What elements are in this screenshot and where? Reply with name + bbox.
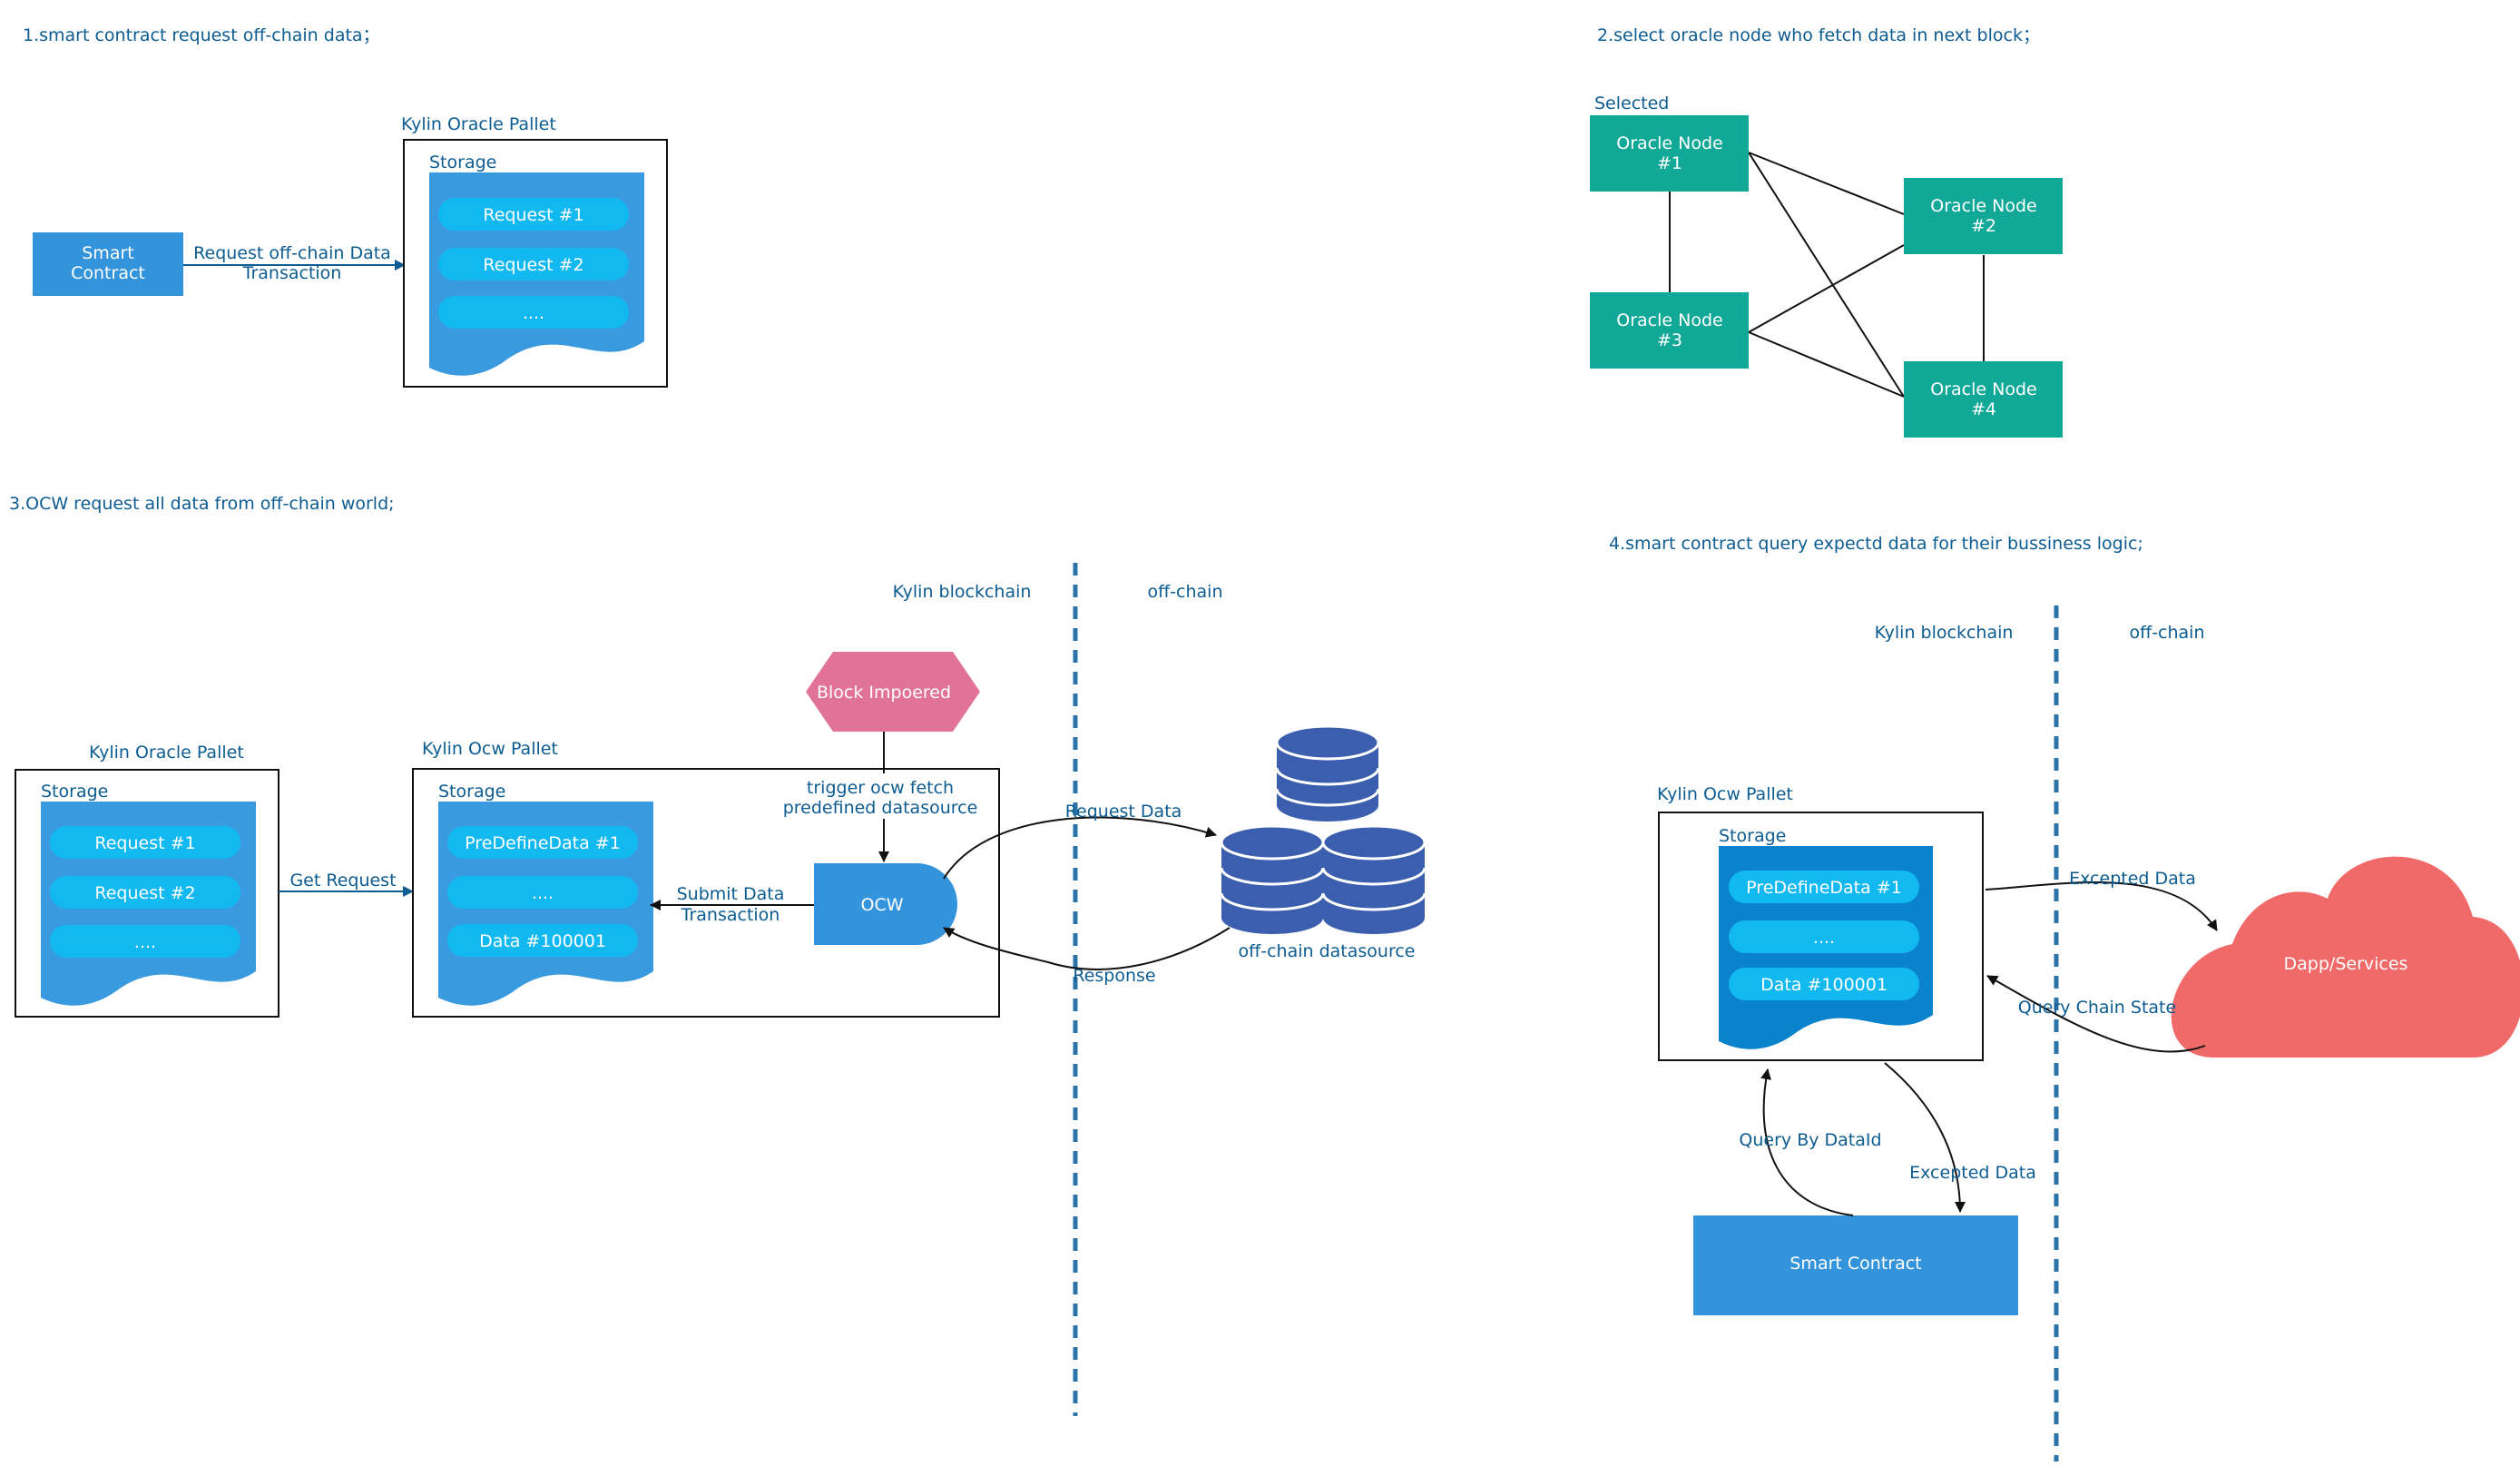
off-chain-datasource-icon bbox=[1220, 724, 1427, 934]
predefine-data-1-label: PreDefineData #1 bbox=[465, 833, 621, 853]
off-chain-label: off-chain bbox=[1147, 582, 1222, 602]
oracle-pallet-title: Kylin Oracle Pallet bbox=[89, 743, 244, 763]
ocw-label: OCW bbox=[860, 895, 903, 915]
oracle-node-3[interactable] bbox=[1590, 292, 1749, 369]
request-1-pill[interactable] bbox=[438, 198, 629, 231]
oracle-pallet-title: Kylin Oracle Pallet bbox=[401, 114, 556, 134]
step-2-caption: 2.select oracle node who fetch data in n… bbox=[1597, 25, 2040, 45]
get-request-label: Get Request bbox=[289, 871, 396, 891]
ellipsis-pill-2 bbox=[1729, 920, 1919, 953]
data-100001-pill-2[interactable] bbox=[1729, 968, 1919, 1000]
oracle-request-2-label: Request #2 bbox=[94, 883, 195, 903]
request-2-label: Request #2 bbox=[483, 255, 583, 275]
oracle-request-2-pill[interactable] bbox=[50, 876, 240, 909]
oracle-node-4-label-line1: Oracle Node bbox=[1930, 379, 2036, 399]
block-imported-node[interactable] bbox=[806, 652, 980, 732]
kylin-blockchain-label: Kylin blockchain bbox=[893, 582, 1032, 602]
data-100001-label: Data #100001 bbox=[479, 931, 606, 951]
oracle-node-2[interactable] bbox=[1904, 178, 2063, 254]
edge-node3-node2 bbox=[1748, 244, 1905, 333]
oracle-node-1[interactable] bbox=[1590, 115, 1749, 192]
smart-contract-box-2[interactable] bbox=[1693, 1215, 2018, 1315]
dapp-services-label: Dapp/Services bbox=[2284, 954, 2408, 974]
query-chain-state-arrow bbox=[1986, 975, 2206, 1053]
section-2: 2.select oracle node who fetch data in n… bbox=[1590, 25, 2063, 438]
oracle-ellipsis-pill bbox=[50, 925, 240, 958]
query-by-dataid-arrow bbox=[1760, 1068, 1854, 1216]
oracle-node-4-label-line2: #4 bbox=[1971, 399, 1996, 419]
step-1-caption: 1.smart contract request off-chain data； bbox=[23, 25, 380, 45]
oracle-node-3-label-line1: Oracle Node bbox=[1616, 310, 1722, 330]
response-label: Response bbox=[1073, 966, 1155, 986]
smart-contract-label-2: Smart Contract bbox=[1789, 1254, 1921, 1274]
block-imported-label: Block Impoered bbox=[817, 683, 951, 703]
oracle-node-3-label-line2: #3 bbox=[1657, 330, 1682, 350]
oracle-node-2-label-line2: #2 bbox=[1971, 216, 1996, 236]
oracle-node-4[interactable] bbox=[1904, 361, 2063, 438]
ocw-pallet-title: Kylin Ocw Pallet bbox=[422, 739, 558, 759]
edge-node1-node2 bbox=[1748, 152, 1905, 215]
edge-node1-node4 bbox=[1748, 152, 1905, 398]
request-2-pill[interactable] bbox=[438, 248, 629, 280]
step-3-caption: 3.OCW request all data from off-chain wo… bbox=[9, 494, 395, 514]
ocw-node[interactable] bbox=[814, 863, 957, 945]
smart-contract-box[interactable] bbox=[33, 232, 183, 296]
query-chain-state-label: Query Chain State bbox=[2018, 998, 2176, 1018]
storage-label: Storage bbox=[429, 153, 496, 172]
oracle-request-1-label: Request #1 bbox=[94, 833, 195, 853]
trigger-label-line1: trigger ocw fetch bbox=[807, 778, 954, 798]
oracle-request-1-pill[interactable] bbox=[50, 826, 240, 859]
smart-contract-label-line1: Smart bbox=[82, 243, 133, 263]
oracle-node-2-label-line1: Oracle Node bbox=[1930, 196, 2036, 216]
storage-label-2: Storage bbox=[1719, 826, 1786, 846]
predefine-data-1-pill[interactable] bbox=[447, 826, 638, 859]
off-chain-label-2: off-chain bbox=[2129, 623, 2204, 643]
excepted-data-arrow-bottom bbox=[1884, 1062, 1966, 1213]
request-edge-label-line1: Request off-chain Data bbox=[193, 243, 391, 263]
step-4-caption: 4.smart contract query expectd data for … bbox=[1609, 534, 2143, 554]
section-3: 3.OCW request all data from off-chain wo… bbox=[9, 494, 1427, 1416]
excepted-data-label-bottom: Excepted Data bbox=[1909, 1163, 2036, 1183]
request-data-arrow bbox=[943, 816, 1217, 880]
oracle-node-1-label-line1: Oracle Node bbox=[1616, 133, 1722, 153]
oracle-ellipsis-label: .... bbox=[134, 932, 156, 952]
off-chain-datasource-label: off-chain datasource bbox=[1239, 941, 1416, 961]
ellipsis-label: .... bbox=[523, 303, 544, 323]
section-4: 4.smart contract query expectd data for … bbox=[1609, 534, 2520, 1461]
query-by-dataid-label: Query By DataId bbox=[1739, 1130, 1881, 1150]
edge-node3-node4 bbox=[1748, 331, 1905, 398]
trigger-label-line2: predefined datasource bbox=[783, 798, 978, 818]
ocw-ellipsis-label: .... bbox=[532, 883, 554, 903]
data-100001-label-2: Data #100001 bbox=[1760, 975, 1888, 995]
request-data-label: Request Data bbox=[1065, 802, 1182, 822]
selected-label: Selected bbox=[1594, 93, 1669, 113]
excepted-data-label-top: Excepted Data bbox=[2069, 869, 2196, 889]
kylin-blockchain-label-2: Kylin blockchain bbox=[1875, 623, 2014, 643]
ocw-pallet-title-2: Kylin Ocw Pallet bbox=[1657, 784, 1793, 804]
predefine-data-1-label-2: PreDefineData #1 bbox=[1746, 878, 1902, 898]
request-edge-label-line2: Transaction bbox=[242, 263, 342, 283]
submit-label-line2: Transaction bbox=[681, 905, 780, 925]
predefine-data-1-pill-2[interactable] bbox=[1729, 871, 1919, 903]
dapp-services-cloud[interactable] bbox=[2171, 856, 2520, 1058]
oracle-storage-label: Storage bbox=[41, 782, 108, 802]
section-1: 1.smart contract request off-chain data；… bbox=[23, 25, 668, 388]
submit-label-line1: Submit Data bbox=[677, 884, 785, 904]
ocw-storage-label: Storage bbox=[438, 782, 505, 802]
ellipsis-label-2: .... bbox=[1813, 928, 1835, 948]
request-1-label: Request #1 bbox=[483, 205, 583, 225]
smart-contract-label-line2: Contract bbox=[71, 263, 145, 283]
response-arrow bbox=[943, 927, 1231, 970]
ocw-ellipsis-pill bbox=[447, 876, 638, 909]
trigger-label-bg bbox=[779, 773, 989, 819]
data-100001-pill[interactable] bbox=[447, 924, 638, 957]
ellipsis-pill bbox=[438, 296, 629, 329]
excepted-data-arrow-top bbox=[1985, 881, 2218, 931]
oracle-node-1-label-line2: #1 bbox=[1657, 153, 1682, 173]
